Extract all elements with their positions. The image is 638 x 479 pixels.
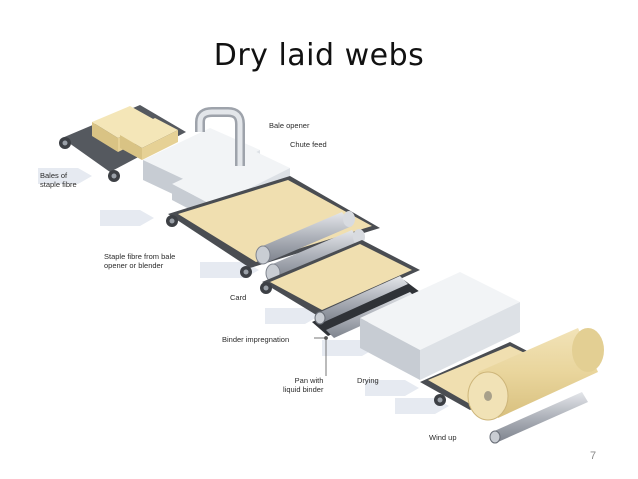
slide-title: Dry laid webs (213, 38, 425, 73)
flow-arrow (100, 210, 154, 226)
page-number: 7 (590, 450, 597, 462)
web-carded (260, 240, 420, 316)
label-card: Card (230, 293, 247, 302)
label-chute-feed: Chute feed (290, 140, 327, 149)
flow-arrows (38, 168, 449, 414)
label-bale-opener: Bale opener (269, 121, 310, 130)
flow-arrow (265, 308, 319, 324)
label-bales: Bales of staple fibre (40, 171, 77, 189)
flow-arrow (365, 380, 419, 396)
drying-machine (360, 272, 520, 380)
card-conveyor (166, 176, 380, 278)
leader-dot (324, 336, 328, 340)
label-drying: Drying (357, 376, 379, 385)
bales-of-fibre (92, 106, 178, 160)
label-wind-up: Wind up (429, 433, 457, 442)
label-staple-fibre: Staple fibre from bale opener or blender (104, 252, 176, 270)
label-binder-impregnation: Binder impregnation (222, 335, 290, 344)
leader-lines (314, 336, 328, 376)
label-pan: Pan with liquid binder (283, 376, 324, 394)
wind-up-roll (467, 328, 604, 444)
flow-arrow (38, 168, 92, 184)
